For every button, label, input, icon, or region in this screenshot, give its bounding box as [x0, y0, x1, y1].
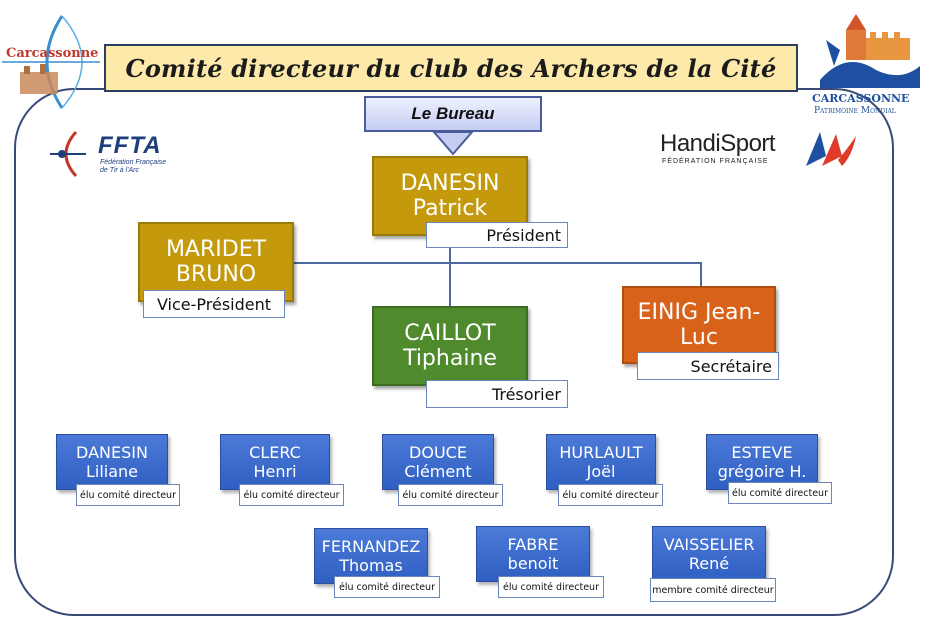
committee-role-label: élu comité directeur: [76, 484, 180, 506]
ffta-logo: FFTA Fédération Française de Tir à l'Arc: [46, 128, 186, 180]
treasurer-name-line1: CAILLOT: [404, 320, 496, 346]
secretary-name-line1: EINIG Jean-: [637, 299, 761, 325]
committee-card: VAISSELIER René: [652, 526, 766, 582]
committee-card: DOUCE Clément: [382, 434, 494, 490]
handisport-subtitle: FÉDÉRATION FRANÇAISE: [662, 158, 769, 165]
ffta-subtitle-1: Fédération Française: [100, 159, 167, 166]
committee-name-line2: Joël: [586, 462, 616, 481]
committee-name-line1: DOUCE: [409, 442, 467, 462]
carcassonne-left-text: Carcassonne: [6, 46, 99, 61]
carcassonne-logo-right: CARCASSONNE Patrimoine Mondial: [806, 10, 926, 120]
ffta-subtitle-2: de Tir à l'Arc: [100, 167, 140, 174]
handisport-logo: HandiSport FÉDÉRATION FRANÇAISE: [660, 126, 860, 176]
committee-role-label: membre comité directeur: [650, 578, 776, 602]
committee-name-line1: VAISSELIER: [663, 534, 755, 554]
carcassonne-right-subtitle: Patrimoine Mondial: [814, 106, 896, 116]
committee-name-line2: René: [688, 554, 730, 573]
committee-name-line2: grégoire H.: [717, 462, 807, 481]
ffta-text: FFTA: [98, 132, 162, 159]
treasurer-role-label: Trésorier: [426, 380, 568, 408]
committee-role-label: élu comité directeur: [498, 576, 604, 598]
committee-role-label: élu comité directeur: [558, 484, 663, 506]
committee-card: ESTEVE grégoire H.: [706, 434, 818, 490]
bureau-label-box: Le Bureau: [364, 96, 542, 132]
committee-name-line1: FERNANDEZ: [321, 536, 421, 556]
connector-line: [449, 238, 451, 308]
vice-president-role-label: Vice-Président: [143, 290, 285, 318]
committee-role-label: élu comité directeur: [728, 482, 832, 504]
secretary-name-line2: Luc: [680, 325, 718, 350]
handisport-swoosh-icon: [806, 132, 856, 166]
president-name-line1: DANESIN: [400, 170, 500, 196]
committee-name-line1: DANESIN: [76, 442, 148, 462]
treasurer-card: CAILLOT Tiphaine: [372, 306, 528, 386]
title-banner: Comité directeur du club des Archers de …: [104, 44, 798, 92]
secretary-card: EINIG Jean- Luc: [622, 286, 776, 364]
archery-target-icon: [50, 130, 86, 178]
committee-name-line2: Thomas: [339, 556, 403, 575]
handisport-text: HandiSport: [660, 130, 776, 157]
committee-name-line2: benoit: [507, 554, 559, 573]
down-arrow-icon: [432, 131, 474, 156]
connector-line: [292, 262, 702, 264]
president-name-line2: Patrick: [412, 196, 488, 221]
carcassonne-right-title: CARCASSONNE: [812, 92, 910, 105]
committee-name-line1: FABRE: [507, 534, 559, 554]
committee-role-label: élu comité directeur: [239, 484, 344, 506]
president-role-label: Président: [426, 222, 568, 248]
committee-card: FERNANDEZ Thomas: [314, 528, 428, 584]
committee-card: CLERC Henri: [220, 434, 330, 490]
committee-name-line2: Clément: [404, 462, 472, 481]
page-title: Comité directeur du club des Archers de …: [125, 53, 777, 83]
vice-president-name-line1: MARIDET: [165, 236, 267, 262]
vice-president-name-line2: BRUNO: [175, 262, 257, 287]
committee-card: FABRE benoit: [476, 526, 590, 582]
committee-card: HURLAULT Joël: [546, 434, 656, 490]
bureau-label: Le Bureau: [411, 104, 495, 123]
archer-bow-icon: [2, 15, 100, 109]
carcassonne-logo-left: Carcassonne: [2, 12, 102, 112]
committee-name-line2: Liliane: [85, 462, 139, 481]
treasurer-name-line2: Tiphaine: [403, 346, 497, 371]
committee-name-line1: HURLAULT: [559, 442, 643, 462]
committee-name-line1: ESTEVE: [731, 442, 793, 462]
committee-name-line2: Henri: [253, 462, 297, 481]
city-castle-icon: [820, 14, 920, 88]
committee-role-label: élu comité directeur: [398, 484, 503, 506]
secretary-role-label: Secrétaire: [637, 352, 779, 380]
committee-role-label: élu comité directeur: [334, 576, 440, 598]
committee-name-line1: CLERC: [249, 442, 301, 462]
connector-line: [700, 262, 702, 286]
committee-card: DANESIN Liliane: [56, 434, 168, 490]
